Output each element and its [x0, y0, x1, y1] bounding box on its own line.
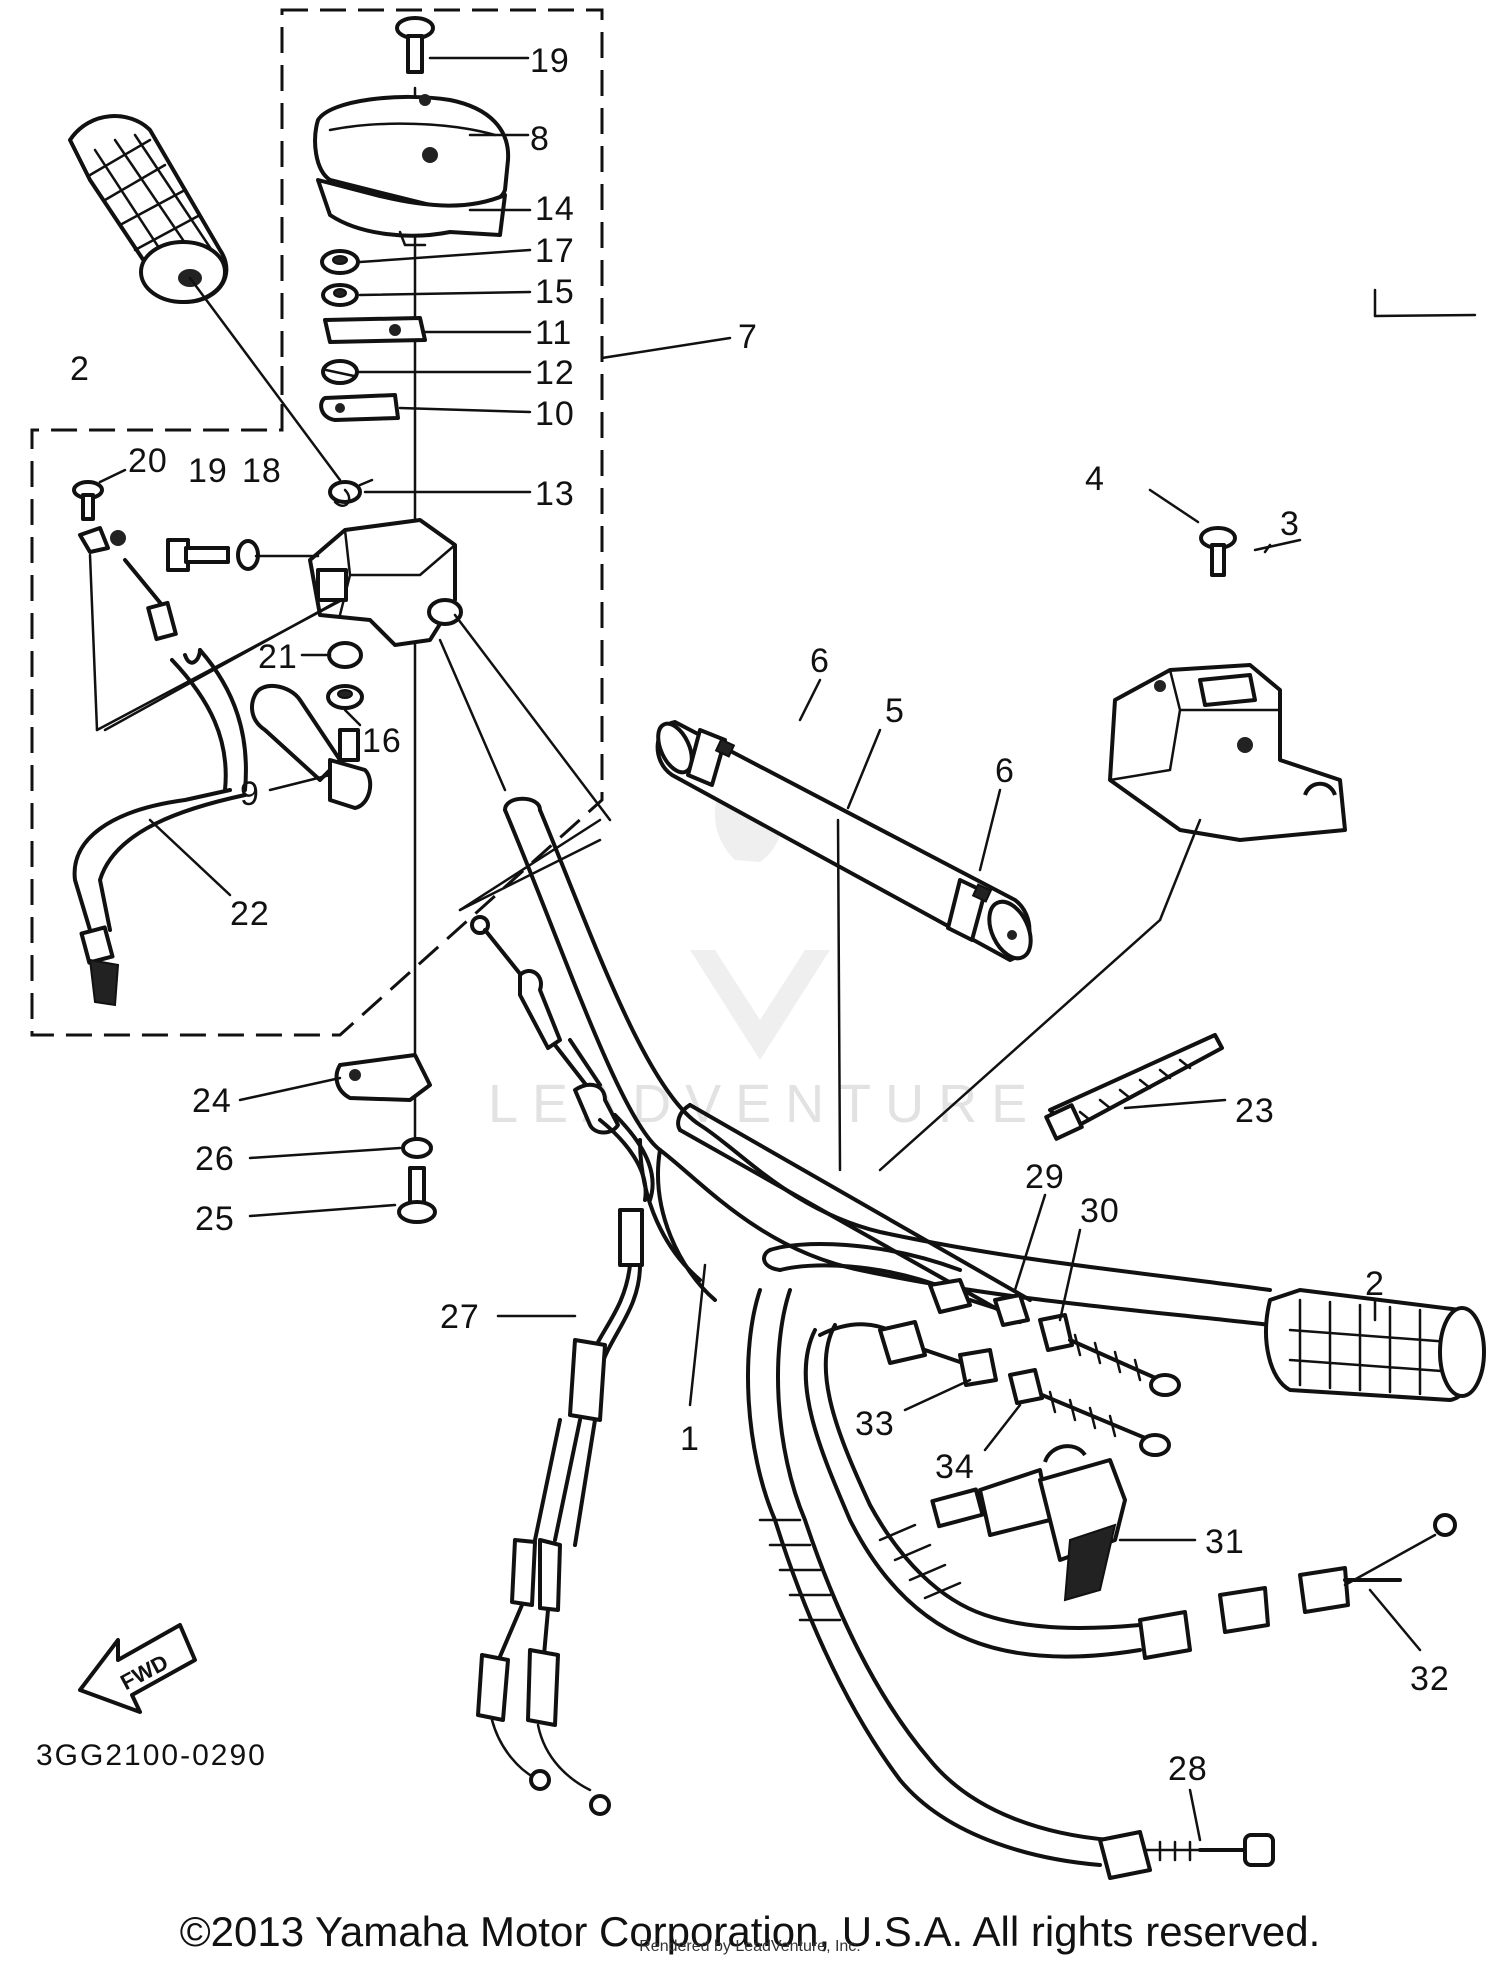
callout-16: 16: [362, 722, 402, 760]
left-grip: [68, 114, 229, 304]
right-grip: [1264, 1288, 1486, 1402]
pipe-guide-leader: [836, 818, 842, 1172]
switch-cover-leader: [1158, 818, 1202, 922]
callout-1: 1: [680, 1420, 700, 1458]
throttle-cover: [313, 94, 511, 209]
housing-leader-2: [438, 638, 507, 792]
callout-17: 17: [535, 232, 575, 270]
callout-11: 11: [535, 314, 572, 352]
callout-23: 23: [1235, 1092, 1275, 1130]
callout-9: 9: [240, 775, 260, 813]
copyright-notice: ©2013 Yamaha Motor Corporation, U.S.A. A…: [179, 1908, 1321, 1955]
callout-14: 14: [535, 190, 575, 228]
callout-34: 34: [935, 1448, 975, 1486]
callout-15: 15: [535, 273, 575, 311]
bolt-19-side: [166, 538, 230, 572]
callouts: 19 8 14 17 15 11 12 10 13 7 2 20 19 18 2…: [70, 42, 1450, 1788]
housing-leader-brace: [458, 818, 602, 912]
callout-26: 26: [195, 1140, 235, 1178]
callout-21: 21: [258, 638, 298, 676]
callout-8: 8: [530, 120, 550, 158]
left-grip-leader: [188, 276, 342, 482]
cable-band: [1044, 1033, 1224, 1141]
callout-6-right: 6: [995, 752, 1015, 790]
spring-13: [328, 478, 374, 507]
fwd-arrow-icon: [78, 1623, 197, 1714]
callout-25: 25: [195, 1200, 235, 1238]
switch-cover-leader-b: [878, 918, 1162, 1172]
callout-31: 31: [1205, 1523, 1245, 1561]
clamp-6-right: [946, 878, 993, 942]
switch-wire-leader-b: [95, 598, 344, 732]
callout-32: 32: [1410, 1660, 1450, 1698]
brake-cable: [746, 1288, 1275, 1880]
screw-25: [397, 1166, 437, 1224]
adjuster-30: [1038, 1313, 1181, 1397]
callout-6-left: 6: [810, 642, 830, 680]
throttle-cable-leader: [458, 838, 602, 912]
housing-leader-1: [453, 613, 612, 822]
callout-19-top: 19: [530, 42, 570, 80]
washer-26: [401, 1137, 433, 1159]
part-code: 3GG2100-0290: [36, 1739, 267, 1772]
throttle-cable: [470, 915, 655, 1816]
callout-10: 10: [535, 395, 575, 433]
callout-20: 20: [128, 442, 168, 480]
callout-24: 24: [192, 1082, 232, 1120]
throttle-lever: [250, 684, 373, 810]
callout-13: 13: [535, 475, 575, 513]
callout-2-left: 2: [70, 350, 90, 388]
switch-cover: [1108, 663, 1347, 842]
nut-18: [236, 539, 260, 571]
collar-21: [327, 641, 363, 669]
pipe-guide: [655, 720, 1033, 962]
screw-4: [1199, 526, 1237, 577]
callout-29: 29: [1025, 1158, 1065, 1196]
washer-16: [326, 684, 364, 710]
callout-4: 4: [1085, 460, 1105, 498]
cable-guide-tube: [762, 1242, 962, 1292]
switch-wire-lead: [72, 526, 248, 1007]
callout-5: 5: [885, 692, 905, 730]
switch-wire-leader-a: [88, 553, 99, 732]
brake-switch: [930, 1444, 1127, 1602]
watermark-text: LEADVENTURE: [488, 1074, 1041, 1134]
callout-27: 27: [440, 1298, 480, 1336]
callout-30: 30: [1080, 1192, 1120, 1230]
throttle-housing: [308, 518, 463, 647]
throttle-gasket: [316, 178, 507, 247]
group-box-throttle-housing: [30, 8, 604, 1037]
clamp-6-left: [686, 728, 736, 787]
bracket-24: [334, 1053, 432, 1102]
callout-3: 3: [1280, 505, 1300, 543]
plate-10: [319, 393, 400, 422]
leader-lines: [98, 56, 1477, 1842]
spring-washer-12: [321, 359, 359, 385]
washer-15: [321, 283, 359, 307]
callout-12: 12: [535, 354, 575, 392]
screw-19-top: [395, 16, 435, 74]
lever-11: [323, 316, 427, 344]
front-brake-cable: [803, 1323, 1457, 1660]
callout-2-right: 2: [1365, 1265, 1385, 1303]
callout-18: 18: [242, 452, 282, 490]
adjuster-33-34: [818, 1320, 1171, 1457]
screw-20: [72, 480, 104, 521]
rendered-by-note: Rendered by LeadVenture, Inc.: [639, 1938, 861, 1955]
callout-22: 22: [230, 895, 270, 933]
callout-7: 7: [738, 318, 758, 356]
callout-19-side: 19: [188, 452, 228, 490]
callout-33: 33: [855, 1405, 895, 1443]
callout-28: 28: [1168, 1750, 1208, 1788]
adjuster-29: [928, 1278, 1030, 1327]
nut-17: [320, 249, 360, 275]
